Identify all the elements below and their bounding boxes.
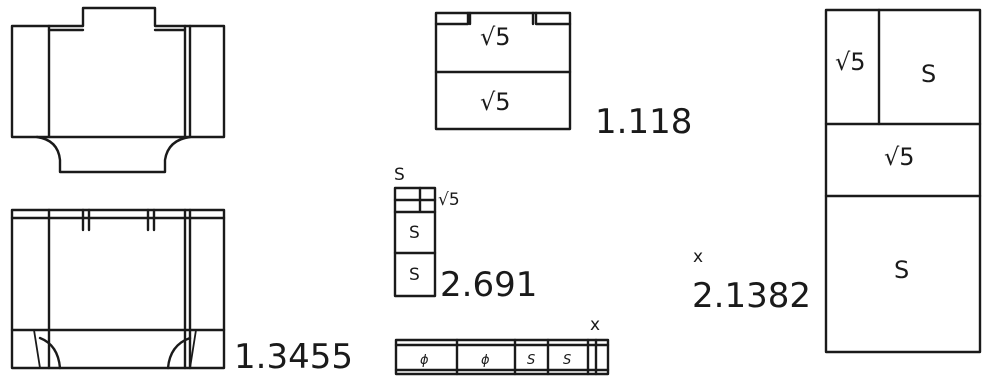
bottom-left-notches: [81, 208, 156, 232]
bottom-left-apron-right: [166, 336, 192, 370]
strip-corner-mark: x: [590, 315, 600, 335]
column-label-top-left: S: [394, 165, 405, 185]
bottom-left-legs: [47, 208, 192, 370]
strip-cell-3: S: [527, 353, 535, 368]
bottom-left-leg-edges: [33, 329, 197, 369]
column-label-cell-2: S: [409, 265, 420, 285]
top-left-apron: [35, 135, 192, 174]
tall-box-figure: x 2.1382 √5 S √5 S: [692, 8, 982, 354]
column-top-split: [393, 186, 437, 214]
top-right-box-figure: √5 √5 1.118: [434, 11, 692, 142]
strip-outline: [394, 338, 610, 376]
strip-inner-lines: [394, 343, 610, 372]
strip-cell-4: S: [563, 353, 571, 368]
tall-box-side-mark: x: [693, 247, 703, 267]
bottom-left-ratio: 1.3455: [234, 337, 353, 377]
tall-box-label-top-left: √5: [835, 48, 866, 76]
column-ratio: 2.691: [440, 265, 537, 305]
column-label-top-right: √5: [438, 190, 460, 210]
tall-box-label-top-right: S: [921, 60, 936, 88]
box-label-top: √5: [480, 23, 511, 51]
bottom-left-outline: [10, 208, 226, 370]
mid-column-figure: S √5 S S 2.691: [393, 165, 537, 305]
strip-cell-1: ϕ: [420, 353, 429, 368]
bottom-strip-figure: x ϕ ϕ S S: [394, 315, 610, 376]
top-left-outline: [10, 6, 226, 139]
tall-box-ratio: 2.1382: [692, 276, 811, 316]
box-label-bottom: √5: [480, 88, 511, 116]
tall-box-outline: [824, 8, 982, 354]
bottom-left-figure: 1.3455: [10, 208, 353, 377]
tall-box-label-bottom: S: [894, 256, 909, 284]
strip-dividers: [455, 338, 598, 376]
column-outline: [393, 186, 437, 298]
top-left-figure: [10, 6, 226, 174]
tall-box-label-middle: √5: [884, 143, 915, 171]
box-ratio: 1.118: [595, 102, 692, 142]
strip-cell-2: ϕ: [481, 353, 490, 368]
column-label-cell-1: S: [409, 223, 420, 243]
box-top-notches: [434, 11, 572, 26]
bottom-left-apron-left: [38, 336, 62, 370]
